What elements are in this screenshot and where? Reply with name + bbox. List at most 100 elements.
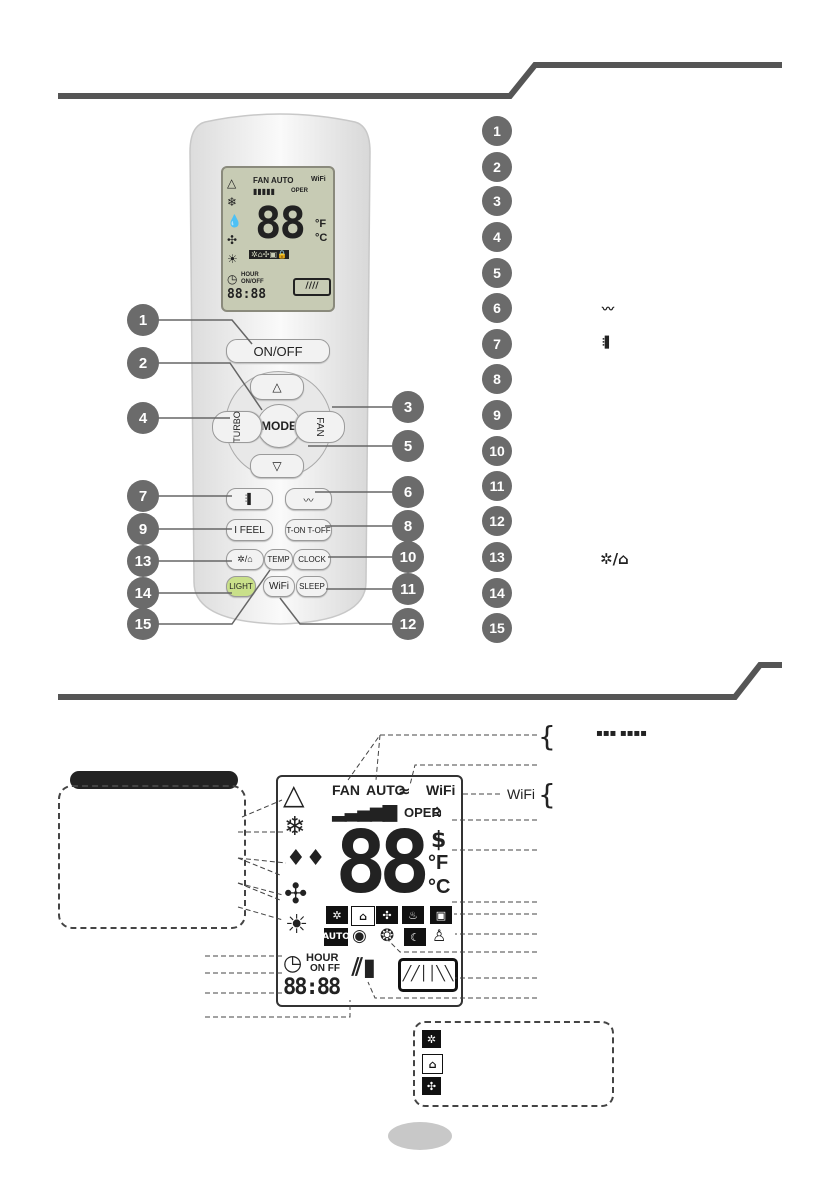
callout-11: 11 (392, 573, 424, 605)
sleep-button[interactable]: SLEEP (296, 576, 328, 597)
scavenging-icon: ⌂ (351, 906, 375, 926)
legend-number-3: 3 (482, 186, 512, 216)
display-wifi-label: WiFi (426, 782, 456, 798)
onoff-button[interactable]: ON/OFF (226, 339, 330, 363)
lcd-mode-icons: △❄💧✣☀ (227, 176, 242, 266)
display-wifi-signal-icon: ≈ (398, 782, 411, 800)
timer-clock-icon: ◷ (283, 951, 303, 976)
callout-6: 6 (392, 476, 424, 508)
legend-number-5: 5 (482, 258, 512, 288)
callout-4: 4 (127, 402, 159, 434)
lcd-clock-digits: 88:88 (227, 287, 267, 302)
lcd-fan-bars: ▮▮▮▮▮ (253, 187, 276, 196)
lcd-onoff: ON/OFF (241, 279, 264, 285)
legend-number-8: 8 (482, 364, 512, 394)
horizontal-swing-button[interactable]: 〰 (285, 488, 332, 510)
display-leader-lines (205, 734, 537, 1018)
heater-icon: ♨ (402, 906, 424, 924)
callout-1: 1 (127, 304, 159, 336)
vertical-swing-display-icon: ⫽▮ (352, 953, 376, 981)
temp-down-button[interactable]: ▽ (250, 454, 304, 478)
auto-mode-icon: △ (283, 778, 305, 811)
lcd-louver: //// (293, 278, 331, 296)
legend-number-7: 7 (482, 329, 512, 359)
display-temperature-digits: 88 (335, 813, 431, 913)
callout-12: 12 (392, 608, 424, 640)
display-onoff-label: ON FF (310, 963, 340, 974)
page-number-oval (388, 1122, 452, 1150)
ifeel-icon: ♙ (432, 926, 447, 945)
clock-button[interactable]: CLOCK (293, 549, 331, 570)
lcd-fan: FAN (253, 176, 269, 185)
heat-mode-icon: ☀ (285, 910, 309, 940)
callout-15: 15 (127, 608, 159, 640)
display-save-icon: $ (431, 828, 447, 853)
display-fahrenheit: °F (428, 852, 449, 874)
mode-group-box (58, 785, 246, 929)
callout-14: 14 (127, 577, 159, 609)
lcd-wifi: WiFi (311, 176, 326, 183)
health-icon: ✲ (326, 906, 348, 924)
timer-button[interactable]: T-ON T-OFF (285, 519, 332, 541)
top-header-rule (58, 62, 782, 99)
function-legend-box (413, 1021, 614, 1107)
legend-number-1: 1 (482, 116, 512, 146)
legend-health-icon: ✲/⌂ (600, 550, 629, 568)
display-fan-bars: ▂▃▄▅▆ (332, 800, 397, 822)
temp-button[interactable]: TEMP (264, 549, 293, 570)
section-header-rule (58, 662, 782, 700)
callout-5: 5 (392, 430, 424, 462)
legend-swing-horizontal-icon: 〰 (602, 302, 615, 316)
lcd-clock-icon: ◷ (227, 272, 238, 286)
fresh-air-icon: ✣ (376, 906, 398, 924)
display-clock-digits: 88:88 (283, 975, 341, 1000)
remote-leader-lines (156, 319, 392, 625)
display-hour-label: HOUR (306, 952, 339, 964)
wifi-leader-label: WiFi (507, 786, 535, 802)
display-fan-label: FAN (332, 782, 360, 798)
vertical-swing-button[interactable]: ⫶▌ (226, 488, 273, 510)
legend-number-14: 14 (482, 578, 512, 608)
temp-up-button[interactable]: △ (250, 374, 304, 400)
lcd-digits: 88 (255, 198, 306, 249)
callout-13: 13 (127, 545, 159, 577)
legend-fresh-air-box-icon: ✣ (422, 1077, 441, 1095)
legend-number-9: 9 (482, 400, 512, 430)
wifi-brace: { (538, 778, 556, 811)
quiet-icon: ◉ (352, 926, 367, 946)
legend-health-box-icon: ✲ (422, 1030, 441, 1048)
lcd-fahrenheit: °F (315, 218, 327, 230)
wifi-button[interactable]: WiFi (263, 576, 295, 597)
lcd-oper: OPER (291, 188, 309, 194)
legend-number-10: 10 (482, 436, 512, 466)
lcd-function-icons: ✲⌂✣▣🔒 (249, 250, 290, 259)
cool-mode-icon: ❄ (284, 812, 306, 842)
legend-number-12: 12 (482, 506, 512, 536)
callout-8: 8 (392, 510, 424, 542)
legend-number-13: 13 (482, 542, 512, 572)
callout-10: 10 (392, 541, 424, 573)
callout-9: 9 (127, 513, 159, 545)
dry-mode-icon: ♦♦ (286, 846, 326, 871)
lcd-hour: HOUR (241, 272, 259, 278)
display-oper-label: OPER (404, 805, 441, 820)
turbo-icon: ❂ (380, 926, 395, 946)
mode-label-bar (70, 771, 238, 789)
callout-7: 7 (127, 480, 159, 512)
display-panel (276, 775, 463, 1007)
light-button[interactable]: LIGHT (226, 576, 256, 597)
legend-number-6: 6 (482, 293, 512, 323)
legend-number-15: 15 (482, 613, 512, 643)
lcd-celsius: °C (315, 232, 328, 244)
fan-speed-bars-icon: ▪▪▪ ▪▪▪▪ (596, 728, 647, 739)
legend-swing-vertical-icon: ⫶▌ (602, 336, 614, 349)
ifeel-button[interactable]: I FEEL (226, 519, 273, 541)
display-auto-label: AUTO (366, 782, 406, 798)
horizontal-swing-display-icon: ╱╱││╲╲ (398, 958, 458, 992)
display-home-icon: ⌂ (432, 801, 443, 820)
remote-lcd: FAN AUTO WiFi OPER ▮▮▮▮▮ △❄💧✣☀ 88 °F °C … (221, 166, 335, 312)
display-celsius: °C (428, 876, 451, 898)
lock-icon: ▣ (430, 906, 452, 924)
health-scavenging-button[interactable]: ✲/⌂ (226, 549, 264, 570)
legend-number-2: 2 (482, 152, 512, 182)
